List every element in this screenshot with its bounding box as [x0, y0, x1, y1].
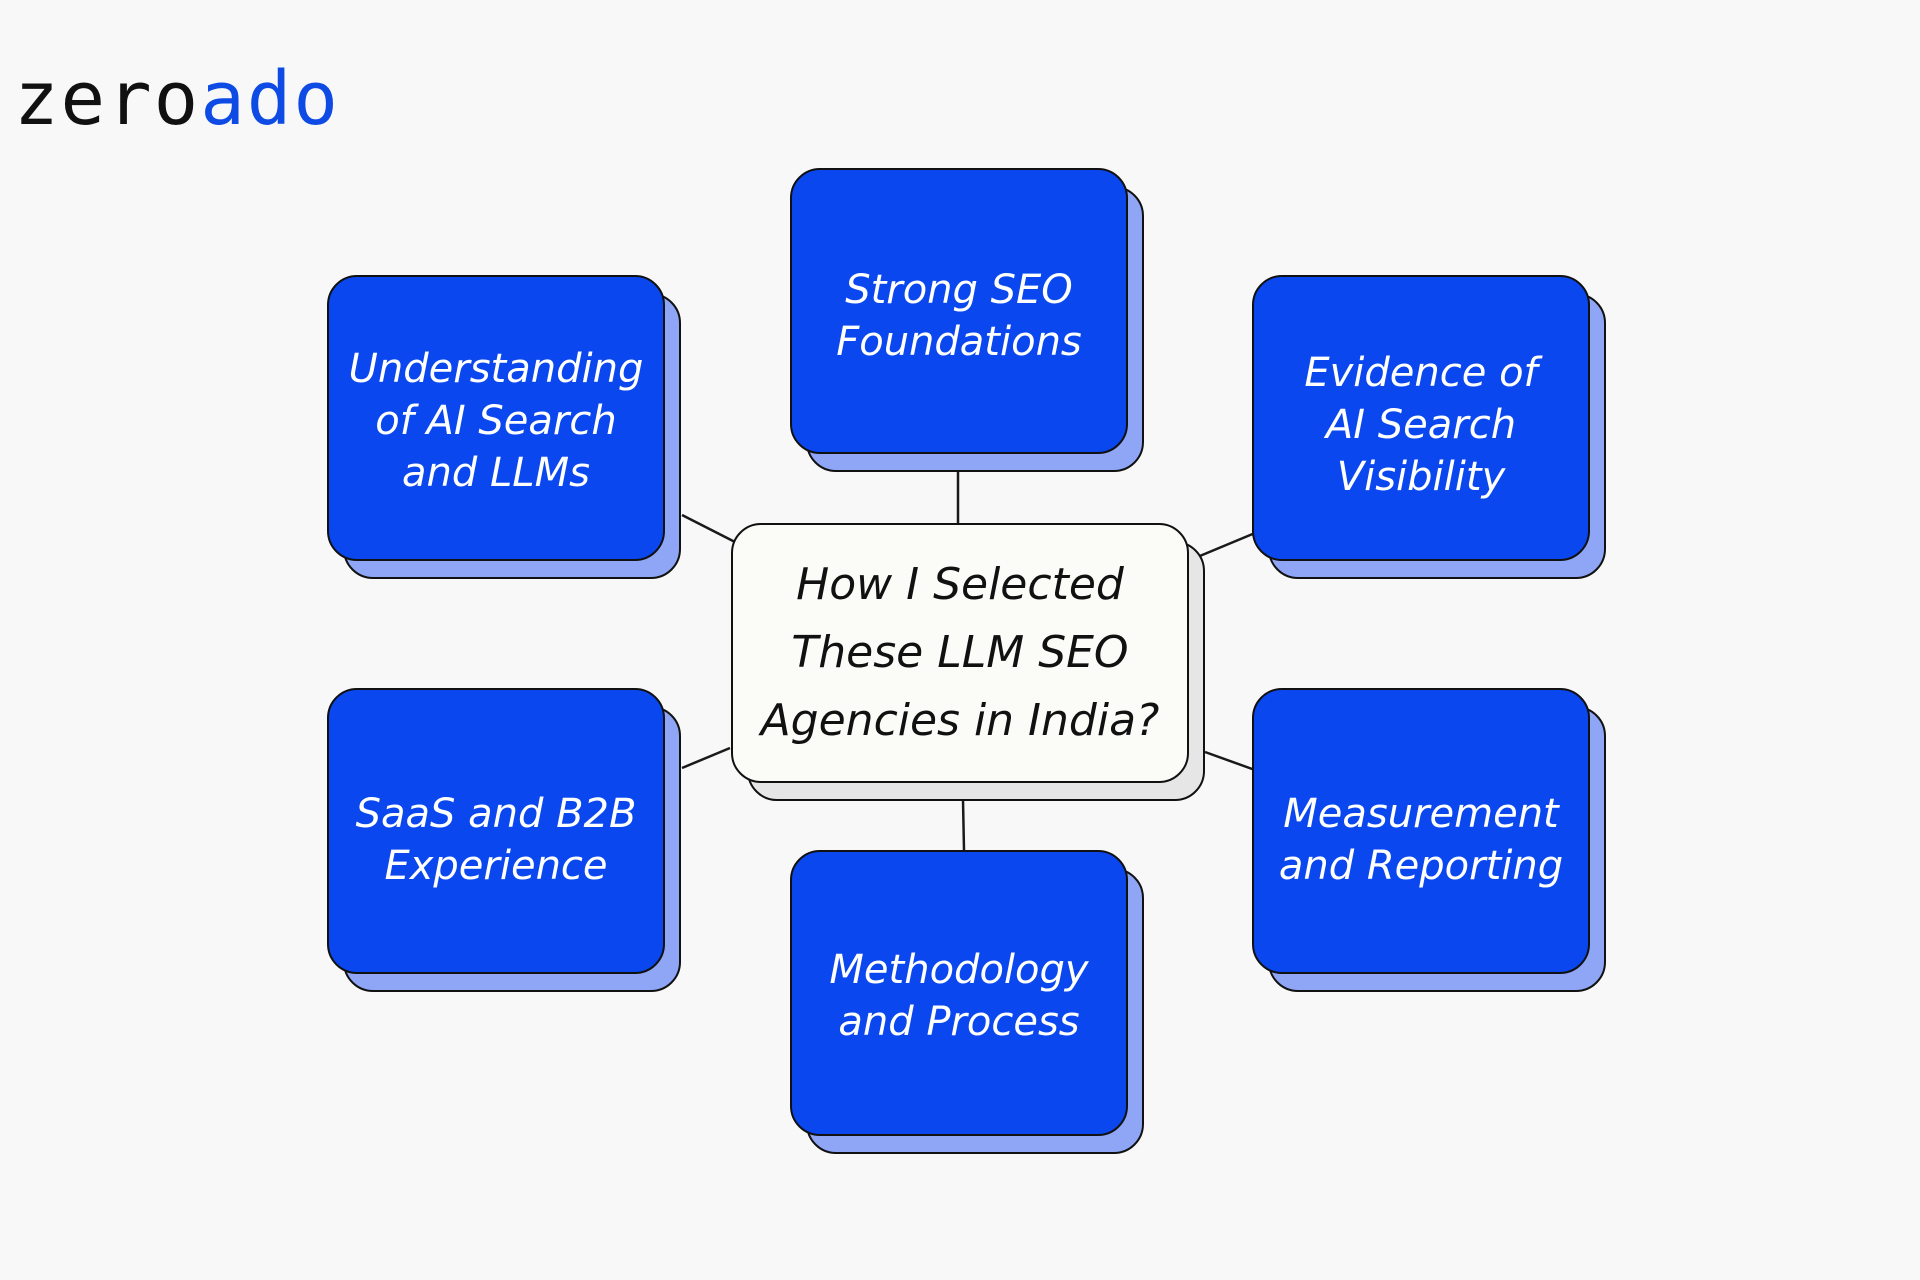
logo-text-blue: ado	[200, 56, 340, 142]
node-face: Evidence of AI Search Visibility	[1252, 275, 1590, 561]
node-face: Methodology and Process	[790, 850, 1128, 1136]
connector-bottom-right	[1204, 750, 1256, 772]
node-label: Evidence of AI Search Visibility	[1304, 350, 1538, 500]
node-saas-b2b-experience: SaaS and B2B Experience	[327, 688, 681, 992]
node-label: Methodology and Process	[829, 947, 1089, 1045]
node-methodology-process: Methodology and Process	[790, 850, 1144, 1154]
connector-top-left	[681, 513, 736, 544]
node-face: Measurement and Reporting	[1252, 688, 1590, 974]
node-measurement-reporting: Measurement and Reporting	[1252, 688, 1606, 992]
node-evidence-ai-visibility: Evidence of AI Search Visibility	[1252, 275, 1606, 579]
node-understanding-ai-search: Understanding of AI Search and LLMs	[327, 275, 681, 579]
logo-text-dark: zero	[14, 56, 201, 142]
node-label: Strong SEO Foundations	[836, 267, 1082, 365]
center-node-label: How I Selected These LLM SEO Agencies in…	[760, 558, 1160, 747]
connector-bottom	[961, 799, 966, 851]
node-strong-seo-foundations: Strong SEO Foundations	[790, 168, 1144, 472]
connector-bottom-left	[681, 746, 731, 770]
node-face: SaaS and B2B Experience	[327, 688, 665, 974]
node-label: Understanding of AI Search and LLMs	[348, 346, 644, 496]
connector-top-right	[1194, 531, 1256, 560]
node-face: Strong SEO Foundations	[790, 168, 1128, 454]
center-node: How I Selected These LLM SEO Agencies in…	[731, 523, 1205, 801]
node-label: Measurement and Reporting	[1278, 791, 1564, 889]
center-node-face: How I Selected These LLM SEO Agencies in…	[731, 523, 1189, 783]
node-label: SaaS and B2B Experience	[355, 791, 637, 889]
node-face: Understanding of AI Search and LLMs	[327, 275, 665, 561]
